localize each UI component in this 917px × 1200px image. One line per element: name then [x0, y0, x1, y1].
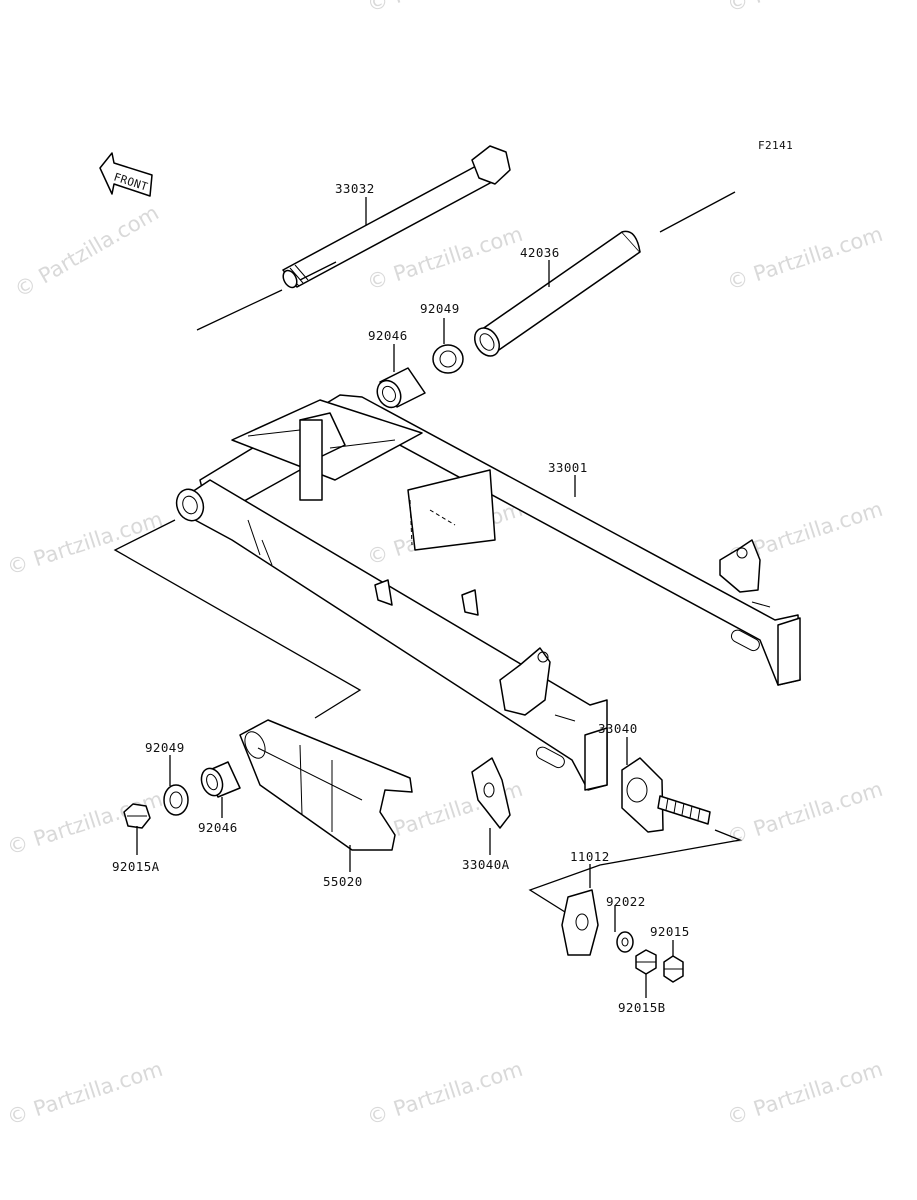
plate-11012 [561, 889, 599, 956]
leader-line [196, 261, 337, 331]
watermark: © Partzilla.com [364, 1057, 526, 1130]
watermark: © Partzilla.com [724, 0, 886, 17]
nut-92015A [123, 803, 151, 829]
watermark: © Partzilla.com [11, 201, 163, 303]
washer-92022 [616, 931, 634, 953]
part-label-33040A: 33040A [462, 857, 510, 872]
pivot-shaft-33032 [282, 145, 511, 289]
part-label-92049-top: 92049 [420, 301, 460, 316]
front-arrow-icon: FRONT [99, 152, 153, 197]
nut-92015 [663, 955, 684, 983]
part-label-55020: 55020 [323, 874, 363, 889]
part-label-33001: 33001 [548, 460, 588, 475]
watermark: © Partzilla.com [724, 222, 886, 295]
watermark: © Partzilla.com [4, 1057, 166, 1130]
leader-line [659, 191, 736, 233]
bearing-92046-top [376, 367, 426, 409]
chain-guard-55020 [239, 719, 413, 851]
part-label-42036: 42036 [520, 245, 560, 260]
bearing-92046-bottom [200, 761, 241, 798]
chain-adjuster-33040 [621, 757, 711, 833]
watermark: © Partzilla.com [724, 777, 886, 850]
part-label-92022: 92022 [606, 894, 646, 909]
part-label-33032: 33032 [335, 181, 375, 196]
nut-92015B [635, 949, 657, 975]
part-label-92015B: 92015B [618, 1000, 666, 1015]
figure-code: F2141 [758, 139, 793, 152]
watermark: © Partzilla.com [724, 1057, 886, 1130]
leader-line [528, 829, 743, 913]
leader-line [113, 519, 362, 719]
part-label-92015A: 92015A [112, 859, 160, 874]
part-label-33040: 33040 [598, 721, 638, 736]
collar-tube-42036 [473, 230, 641, 357]
watermark: © Partzilla.com [4, 507, 166, 580]
seal-92049-top [432, 344, 464, 374]
part-label-11012: 11012 [570, 849, 610, 864]
seal-92049-bottom [163, 784, 189, 816]
part-label-92015: 92015 [650, 924, 690, 939]
swingarm-33001 [175, 394, 801, 791]
watermark: © Partzilla.com [364, 0, 526, 17]
part-label-92046-bottom: 92046 [198, 820, 238, 835]
part-label-92046-top: 92046 [368, 328, 408, 343]
stopper-33040A [471, 757, 511, 829]
part-label-92049-bottom: 92049 [145, 740, 185, 755]
